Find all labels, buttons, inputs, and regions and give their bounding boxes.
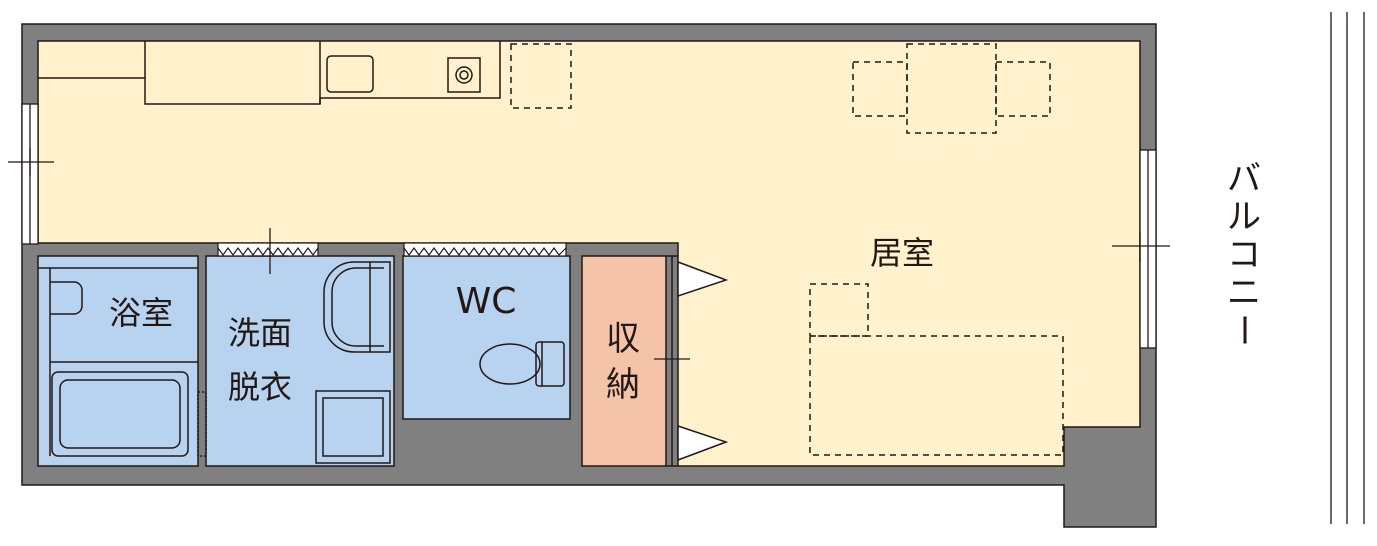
bed-outline [809,335,1064,456]
bathtub [51,371,189,457]
toilet-fixture [479,341,565,387]
balcony-char: ニ [1227,273,1261,313]
bathtub-inner [59,379,181,449]
bathroom-floor [37,255,199,467]
washroom-label-line2: 脱衣 [228,368,292,406]
balcony-rails [1330,12,1365,524]
storage-door-top [677,260,729,298]
stove-burner [455,66,473,84]
storage-label-line2: 納 [606,365,640,405]
kitchen [38,41,501,105]
chair-left-outline [852,61,908,117]
bathroom-label: 浴室 [109,294,173,332]
balcony-label: バ ル コ ニ ー [1223,159,1263,347]
storage-floor [581,255,667,467]
storage-doors [666,255,729,467]
stove [447,57,481,93]
washroom-label-line1: 洗面 [228,314,292,352]
living-room-label: 居室 [870,234,934,272]
balcony-char: バ [1227,159,1261,199]
toilet-tank [535,341,565,387]
sink [326,55,374,93]
cross-marks [8,148,1170,360]
balcony-char: ー [1223,313,1263,347]
wash-basin [323,261,391,353]
toilet-label: WC [456,281,517,322]
bath-shelf [50,281,83,315]
washing-machine [315,390,391,464]
balcony-char: ル [1227,197,1261,237]
toilet-floor [402,255,571,420]
fridge-space [510,43,572,109]
washroom-door-curtain [217,246,319,257]
wash-fixtures [315,261,391,464]
bath-fixtures [38,267,207,457]
furniture-placeholders [510,43,1064,456]
balcony-char: コ [1227,235,1261,275]
storage-door-bottom [677,424,729,462]
chair-right-outline [995,61,1051,117]
toilet-bowl [479,343,541,385]
storage-label-line1: 収 [606,319,640,359]
toilet-door-curtain [403,246,567,257]
washroom-floor [205,255,395,467]
windows [21,103,1157,349]
